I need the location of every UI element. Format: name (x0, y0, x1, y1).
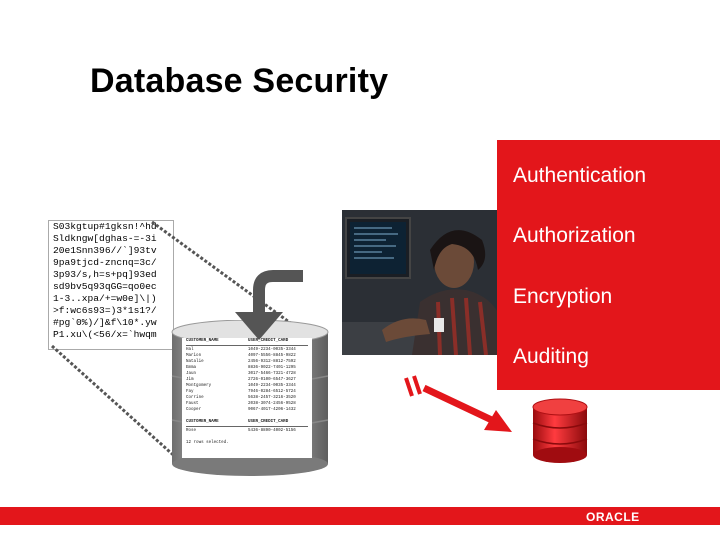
table-separator (186, 344, 308, 346)
table-header: CUSTOMER_NAME USER_CREDIT_CARD (182, 338, 312, 344)
menu-item-authorization: Authorization (513, 224, 636, 247)
menu-item-encryption: Encryption (513, 285, 613, 308)
encrypted-text-panel: S03kgtup#1gksn!^hd Sldkngw[dghas-=-3i 20… (48, 220, 174, 350)
footer-bar (0, 507, 720, 525)
slide-title: Database Security (90, 62, 389, 100)
encrypted-line: 20e1Snn396//`]93tv (53, 245, 157, 256)
encrypted-line: 9pa9tjcd-zncnq=3c/ (53, 257, 157, 268)
red-database-icon (532, 398, 588, 463)
column-header: USER_CREDIT_CARD (248, 339, 289, 343)
security-features-panel (497, 140, 720, 390)
encrypted-line: sd9bv5q93qGG=qo0ec (53, 281, 157, 292)
column-header: USER_CREDIT_CARD (248, 420, 289, 424)
menu-item-authentication: Authentication (513, 164, 647, 187)
column-header: CUSTOMER_NAME (186, 339, 219, 343)
encrypted-line: S03kgtup#1gksn!^hd (53, 221, 157, 232)
encrypted-line: 1-3..xpa/+=w0e]\|) (53, 293, 157, 304)
menu-item-auditing: Auditing (513, 345, 589, 368)
encrypted-line: P1.xu\(<56/x=`hwqm (53, 329, 157, 340)
encrypted-line: #pg`0%)/]&f\10*.yw (53, 317, 157, 328)
table-footer: 12 rows selected. (186, 441, 229, 445)
table-header: CUSTOMER_NAME USER_CREDIT_CARD (182, 419, 312, 425)
encrypted-line: Sldkngw[dghas-=-3i (53, 233, 157, 244)
table-separator (186, 425, 308, 427)
user-at-computer-photo (342, 210, 502, 355)
oracle-logo: ORACLE (586, 510, 640, 524)
curved-arrow-icon (235, 270, 303, 340)
red-dashed-arrow-icon (404, 375, 512, 432)
column-header: CUSTOMER_NAME (186, 420, 219, 424)
encrypted-line: 3p93/s,h=s+pq]93ed (53, 269, 157, 280)
encrypted-line: >f:wc6s93=)3*1s1?/ (53, 305, 157, 316)
